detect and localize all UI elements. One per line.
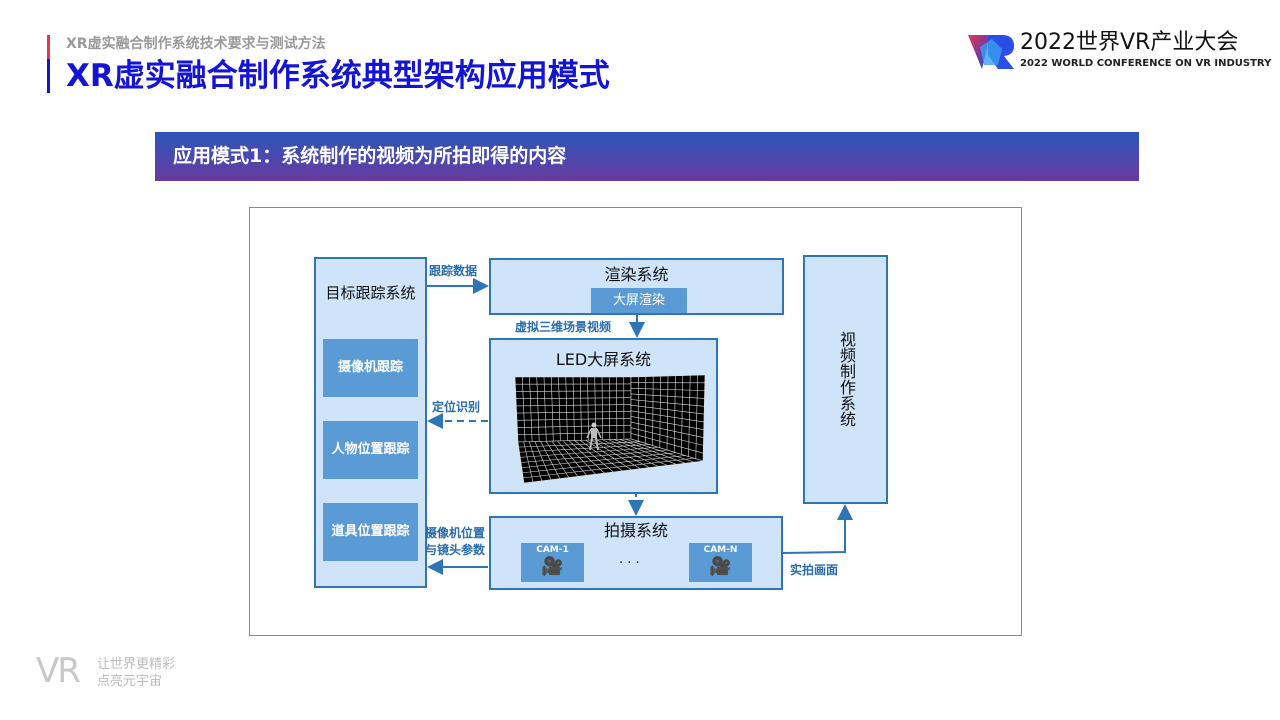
accent-bar-blue (47, 59, 50, 93)
shooting-system-title: 拍摄系统 (603, 521, 668, 540)
led-screen-system-box: LED大屏系统 (489, 338, 718, 494)
section-banner: 应用模式1：系统制作的视频为所拍即得的内容 (155, 132, 1139, 181)
virtual-video-label: 虚拟三维场景视频 (515, 320, 612, 334)
person-tracking-box: 人物位置跟踪 (323, 421, 418, 479)
footer-vr-logo: VR (36, 651, 81, 691)
page-title: XR虚实融合制作系统典型架构应用模式 (66, 58, 610, 94)
footer-slogan-line2: 点亮元宇宙 (97, 674, 163, 689)
camera-1-label: CAM-1 (536, 545, 569, 555)
diagram-frame (249, 207, 1022, 636)
conference-logo-icon (968, 35, 1014, 69)
camera-params-label-2: 与镜头参数 (425, 543, 486, 557)
prop-tracking-box: 道具位置跟踪 (323, 503, 418, 561)
render-system-box: 渲染系统 大屏渲染 (489, 258, 784, 315)
footer-slogan: 让世界更精彩 点亮元宇宙 (97, 656, 175, 690)
tracking-system-title: 目标跟踪系统 (325, 284, 416, 302)
camera-tracking-box: 摄像机跟踪 (323, 339, 418, 397)
floor (517, 438, 704, 484)
tracking-data-label: 跟踪数据 (429, 264, 478, 278)
locate-label: 定位识别 (432, 400, 481, 414)
conference-title: 2022世界VR产业大会 (1020, 30, 1239, 55)
video-production-title: 视频制作系统 (837, 331, 856, 427)
page-subtitle: XR虚实融合制作系统技术要求与测试方法 (66, 36, 326, 52)
led-system-title: LED大屏系统 (555, 350, 652, 369)
render-system-title: 渲染系统 (604, 265, 669, 284)
camera-ellipsis: · · · (619, 556, 640, 571)
tracking-system-box: 目标跟踪系统 摄像机跟踪 人物位置跟踪 道具位置跟踪 (314, 257, 427, 588)
camera-params-label-1: 摄像机位置 (425, 526, 486, 540)
conference-subtitle: 2022 WORLD CONFERENCE ON VR INDUSTRY (1020, 58, 1272, 69)
human-figure (586, 422, 602, 451)
accent-bar-red (47, 35, 50, 59)
camera-n-label: CAM-N (703, 545, 738, 555)
camera-1-box: CAM-1 🎥 (521, 543, 584, 582)
camera-n-box: CAM-N 🎥 (689, 543, 752, 582)
video-production-system-box: 视频制作系统 (803, 255, 888, 504)
live-footage-label: 实拍画面 (790, 563, 839, 577)
shooting-system-box: 拍摄系统 CAM-1 🎥 · · · CAM-N 🎥 (489, 516, 783, 590)
right-wall (630, 375, 706, 462)
footer-slogan-line1: 让世界更精彩 (97, 657, 176, 672)
led-volume-grid-image (515, 375, 706, 484)
video-camera-icon: 🎥 (709, 556, 732, 577)
video-camera-icon: 🎥 (541, 556, 564, 577)
screen-render-box: 大屏渲染 (591, 288, 687, 313)
